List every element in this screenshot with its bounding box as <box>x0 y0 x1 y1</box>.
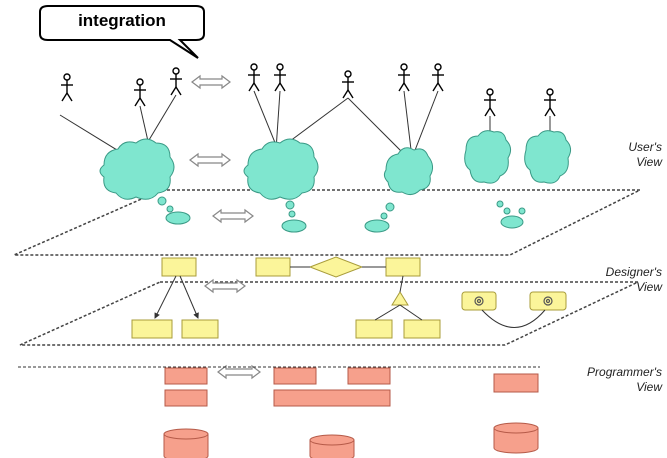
users-view-label: User's View <box>570 140 662 170</box>
designer-view-elements <box>131 256 567 339</box>
design-box <box>461 291 497 311</box>
double-arrow-icon <box>191 74 231 90</box>
user-figure-icon <box>248 63 260 92</box>
code-block <box>273 367 317 385</box>
designers-view-label: Designer's View <box>560 265 662 295</box>
cloud-icon <box>524 130 572 184</box>
designers-view-line2: View <box>636 280 662 294</box>
user-figure-icon <box>432 63 444 92</box>
user-figure-icon <box>170 67 182 96</box>
double-arrow-icon <box>217 364 261 380</box>
design-box <box>181 319 219 339</box>
user-figure-icon <box>274 63 286 92</box>
design-box <box>161 257 197 277</box>
code-block <box>164 367 208 385</box>
user-figures <box>61 63 556 117</box>
cloud-tails <box>157 196 526 233</box>
design-box <box>529 291 567 311</box>
designer-view-plane <box>19 281 639 346</box>
user-figure-icon <box>398 63 410 92</box>
double-arrow-icon <box>204 278 246 294</box>
double-arrow-icon <box>189 152 231 168</box>
cloud-icon <box>383 147 434 196</box>
database-cylinder-icon <box>309 434 355 458</box>
design-box <box>403 319 441 339</box>
design-decision <box>308 256 364 278</box>
code-block <box>273 389 391 407</box>
user-view-plane <box>13 189 641 256</box>
database-cylinder-icon <box>493 422 539 454</box>
design-triangle <box>391 291 409 306</box>
users-view-line1: User's <box>628 140 662 154</box>
design-box <box>355 319 393 339</box>
database-cylinder-icon <box>163 428 209 458</box>
code-block <box>493 373 539 393</box>
designers-view-line1: Designer's <box>605 265 662 279</box>
double-arrow-icons <box>189 74 261 380</box>
gear-icon <box>543 296 553 306</box>
programmers-view-line1: Programmer's <box>587 365 662 379</box>
database-cylinders <box>163 422 539 458</box>
gear-icon <box>474 296 484 306</box>
users-view-line2: View <box>636 155 662 169</box>
programmers-view-line2: View <box>636 380 662 394</box>
integration-callout <box>39 5 205 59</box>
designer-view-connectors <box>154 266 546 328</box>
user-view-clouds <box>99 130 572 200</box>
cloud-icon <box>243 138 319 200</box>
gear-icons <box>474 296 553 306</box>
user-figure-icon <box>61 73 73 102</box>
integration-label: integration <box>78 11 166 30</box>
user-figure-icon <box>544 88 556 117</box>
design-box <box>255 257 291 277</box>
code-block <box>347 367 391 385</box>
cloud-icon <box>99 138 175 200</box>
programmer-view-elements <box>164 367 539 407</box>
design-box <box>385 257 421 277</box>
double-arrow-icon <box>212 208 254 224</box>
programmers-view-label: Programmer's View <box>540 365 662 395</box>
user-figure-icon <box>342 70 354 99</box>
code-block <box>164 389 208 407</box>
cloud-icon <box>464 130 512 184</box>
user-figure-icon <box>134 78 146 107</box>
design-box <box>131 319 173 339</box>
user-figure-icon <box>484 88 496 117</box>
